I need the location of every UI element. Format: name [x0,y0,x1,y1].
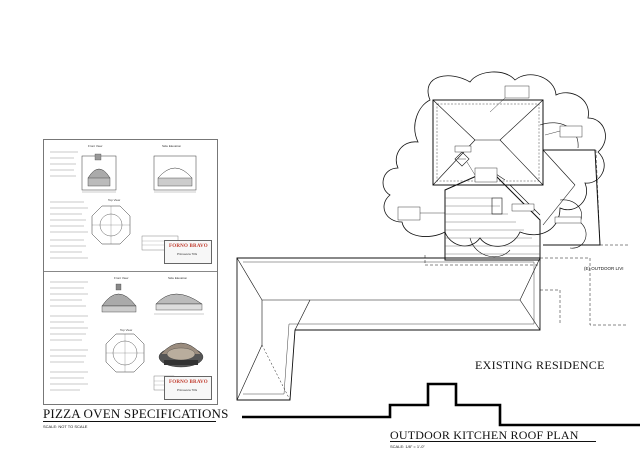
right-wing-roof [542,149,628,246]
tree-canopy-lobes [469,122,587,258]
front-view-label: Front View [88,144,103,148]
roof-plan-title-underline [390,441,596,442]
pizza-oven-title-underline [43,421,216,422]
upper-hip-roof [432,99,544,186]
brand-logo-bottom: FORNO BRAVO [169,380,208,385]
spec-title-block-top: FORNO BRAVO Primavera 70G [164,240,212,264]
spec-sheet-top-panel: Front View Side Elevation Top View [44,140,217,272]
side-elevation-label-2: Side Elevation [168,276,188,280]
product-name-top: Primavera 70G [177,252,198,256]
tree-canopy-outline [382,71,606,247]
oven-bottom-diagrams [50,281,204,391]
brand-logo-top: FORNO BRAVO [169,244,208,249]
spec-title-block-bottom: FORNO BRAVO Primavera 70G [164,376,212,400]
oven-top-diagrams [50,151,197,259]
outdoor-living-label: (E) OUTDOOR LIVI [584,266,624,271]
annotation-notes [397,85,583,224]
roof-plan-scale: SCALE: 1/8" = 1'-0" [390,444,425,449]
front-view-label-2: Front View [114,276,129,280]
top-view-label: Top View [108,198,121,202]
outdoor-living-boundary [424,255,628,326]
top-view-label-2: Top View [120,328,133,332]
existing-residence-label: EXISTING RESIDENCE [475,358,605,372]
roof-plan-title: OUTDOOR KITCHEN ROOF PLAN [390,428,579,442]
existing-residence-roof [236,257,541,401]
pizza-oven-spec-sheet: Front View Side Elevation Top View [43,139,218,405]
product-name-bottom: Primavera 70G [177,388,198,392]
side-elevation-label: Side Elevation [162,144,182,148]
center-shed-roof [444,169,541,261]
heavy-wall-line [242,382,640,427]
pizza-oven-title: PIZZA OVEN SPECIFICATIONS [43,406,229,421]
spec-sheet-bottom-panel: Front View Side Elevation Top View [44,272,217,403]
pizza-oven-scale: SCALE: NOT TO SCALE [43,424,88,429]
